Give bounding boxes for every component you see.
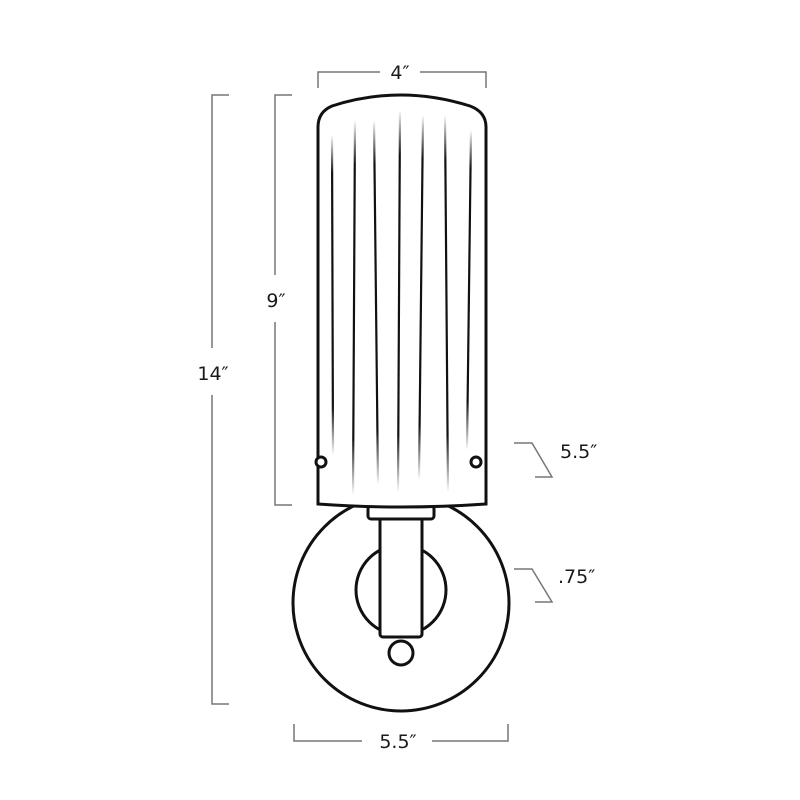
label-backplate-width: 5.5″ <box>379 731 416 753</box>
ribbed-shade <box>314 93 488 509</box>
dimension-backplate-width: 5.5″ <box>293 724 509 753</box>
shade-screw-right <box>469 455 483 469</box>
label-overall-height: 14″ <box>197 363 228 385</box>
sconce-arm <box>366 504 436 667</box>
dimension-shade-width: 4″ <box>317 62 487 88</box>
dimension-backplate-depth: .75″ <box>514 566 595 603</box>
dimension-overall-height: 14″ <box>197 94 229 705</box>
shade-ribs <box>330 109 473 496</box>
label-backplate-depth: .75″ <box>558 566 595 588</box>
shade-screw-left <box>314 455 328 469</box>
dimension-shade-height: 9″ <box>266 94 292 506</box>
mounting-screw <box>387 639 415 667</box>
label-extension: 5.5″ <box>560 441 597 463</box>
dimension-extension: 5.5″ <box>514 441 597 478</box>
arm-stem <box>378 513 424 639</box>
label-shade-height: 9″ <box>266 290 285 312</box>
shade-outline <box>316 93 488 509</box>
label-shade-width: 4″ <box>390 62 409 84</box>
